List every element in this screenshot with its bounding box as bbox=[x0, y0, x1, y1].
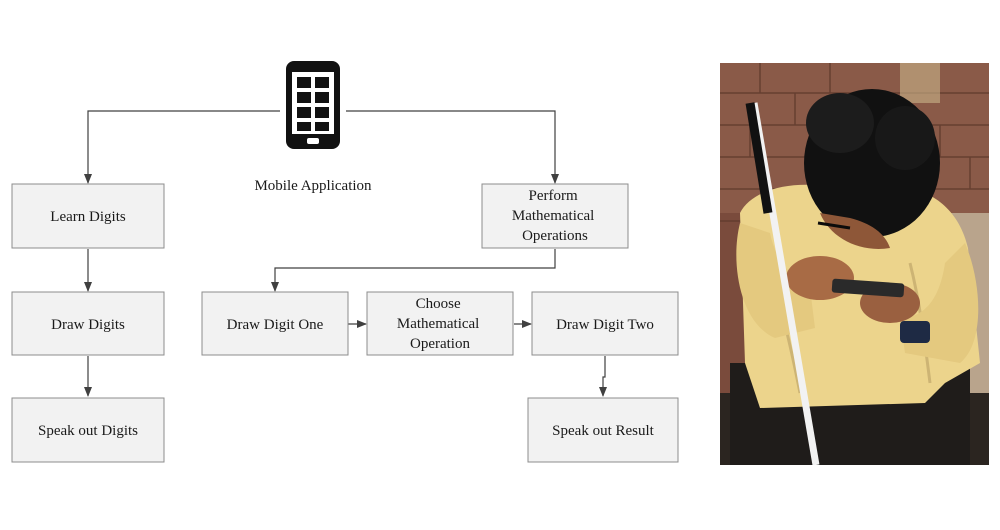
node-choose-label-line-2: Mathematical bbox=[397, 316, 479, 332]
node-speak-out-result: Speak out Result bbox=[527, 397, 679, 463]
node-speak-out-digits: Speak out Digits bbox=[11, 397, 165, 463]
connectors bbox=[84, 110, 607, 397]
svg-text:Learn Digits: Learn Digits bbox=[50, 209, 126, 225]
svg-text:Speak out Result: Speak out Result bbox=[552, 423, 654, 439]
node-speak-out-result-label: Speak out Result bbox=[552, 423, 654, 439]
svg-text:Draw Digit Two: Draw Digit Two bbox=[556, 317, 654, 333]
node-draw-digits-label: Draw Digits bbox=[51, 317, 125, 333]
node-perform-label-line-1: Perform bbox=[529, 188, 578, 204]
node-draw-digit-one: Draw Digit One bbox=[201, 291, 349, 356]
connector-phone-to-perform bbox=[346, 110, 559, 184]
smartphone-icon bbox=[286, 61, 340, 149]
node-perform-mathematical-operations: Perform Mathematical Operations bbox=[481, 183, 629, 249]
node-choose-mathematical-operation: Choose Mathematical Operation bbox=[366, 291, 514, 356]
node-learn-digits-label: Learn Digits bbox=[50, 209, 126, 225]
node-draw-digit-one-label: Draw Digit One bbox=[227, 317, 324, 333]
node-perform-label-line-3: Operations bbox=[522, 228, 588, 244]
svg-text:Speak out Digits: Speak out Digits bbox=[38, 423, 138, 439]
svg-text:Draw Digit One: Draw Digit One bbox=[227, 317, 324, 333]
mobile-application-caption: Mobile Application bbox=[254, 178, 372, 194]
node-speak-out-digits-label: Speak out Digits bbox=[38, 423, 138, 439]
node-draw-digit-two: Draw Digit Two bbox=[531, 291, 679, 356]
node-choose-label-line-1: Choose bbox=[416, 296, 461, 312]
node-choose-label-line-3: Operation bbox=[410, 336, 470, 352]
svg-text:Perform Mathematical: Perform Mathematical Operations bbox=[512, 188, 598, 244]
connector-phone-to-learn bbox=[84, 110, 280, 184]
svg-text:Draw Digits: Draw Digits bbox=[51, 317, 125, 333]
user-photo bbox=[720, 63, 989, 465]
svg-text:Choose Mathematical: Choose Mathematical Operation bbox=[397, 296, 483, 352]
node-perform-label-line-2: Mathematical bbox=[512, 208, 594, 224]
node-draw-digit-two-label: Draw Digit Two bbox=[556, 317, 654, 333]
connector-draw-two-to-speak-result bbox=[599, 356, 607, 397]
connector-perform-to-draw-one bbox=[271, 249, 556, 292]
node-learn-digits: Learn Digits bbox=[11, 183, 165, 249]
node-draw-digits: Draw Digits bbox=[11, 291, 165, 356]
